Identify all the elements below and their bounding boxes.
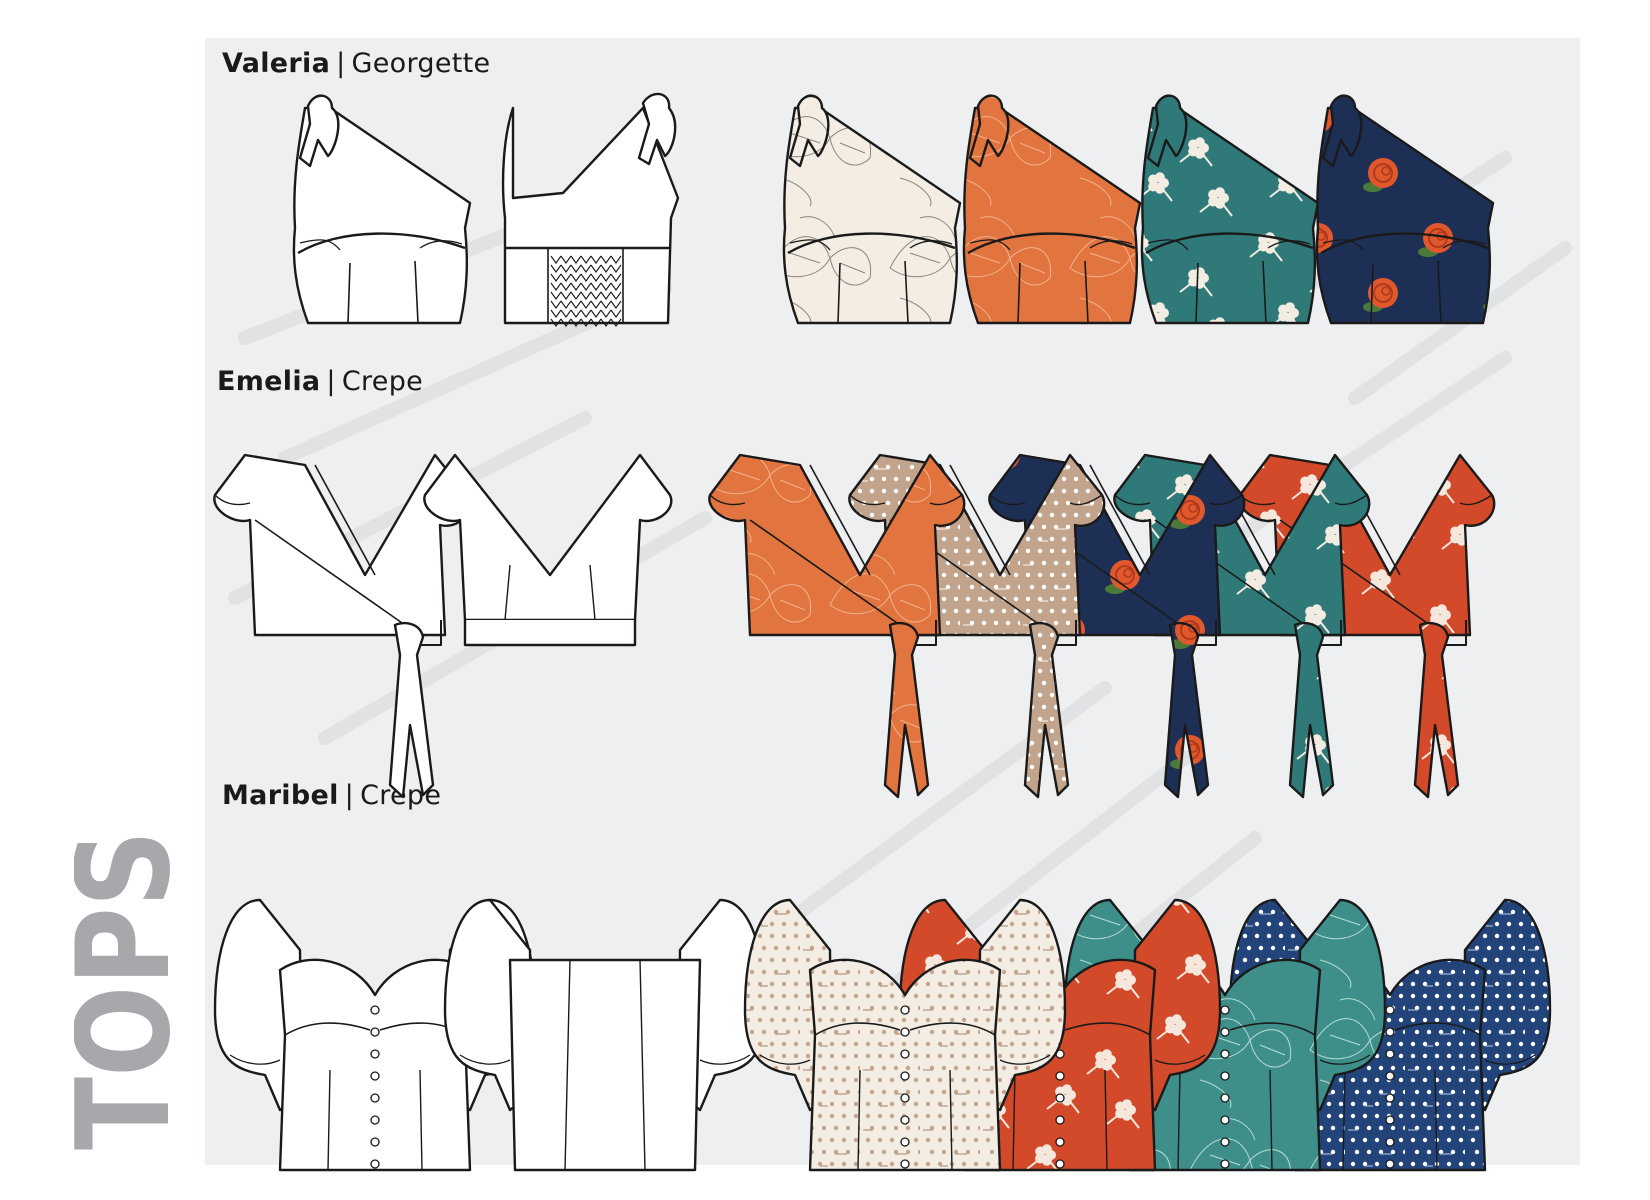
- section-title-text: TOPS: [74, 830, 184, 1150]
- fabric-name: Georgette: [351, 48, 491, 79]
- style-name: Emelia: [217, 366, 321, 397]
- separator: |: [336, 48, 346, 79]
- style-heading-maribel: Maribel|Crepe: [222, 780, 441, 811]
- valeria-colorway-teal-white-blossom: [1140, 94, 1320, 325]
- valeria-colorway-orange-floral-outline: [962, 94, 1142, 325]
- maribel-back-flat: [443, 898, 767, 1172]
- valeria-colorway-cream-floral-outline: [782, 94, 962, 325]
- maribel-colorway-cream-dots: [743, 898, 1067, 1172]
- style-name: Maribel: [222, 780, 339, 811]
- section-title-vertical: TOPS: [74, 830, 184, 1150]
- fabric-name: Crepe: [341, 366, 424, 397]
- separator: |: [326, 366, 336, 397]
- style-heading-emelia: Emelia|Crepe: [217, 366, 423, 397]
- valeria-front-flat: [292, 94, 472, 325]
- valeria-colorway-navy-orange-rose: [1315, 94, 1495, 325]
- emelia-front-flat: [213, 453, 471, 799]
- emelia-colorway-orange-floral-outline: [708, 453, 966, 799]
- style-heading-valeria: Valeria|Georgette: [222, 48, 490, 79]
- separator: |: [344, 780, 355, 811]
- emelia-back-flat: [423, 453, 673, 647]
- valeria-back-flat: [501, 92, 680, 327]
- style-name: Valeria: [222, 48, 331, 79]
